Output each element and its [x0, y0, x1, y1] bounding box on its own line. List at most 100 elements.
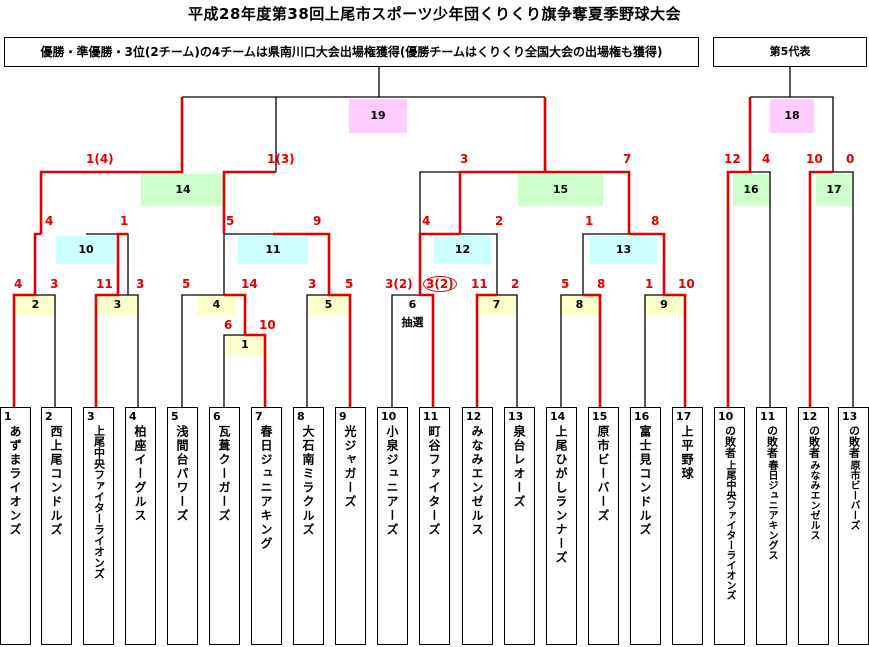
score-m12-a: 4 — [422, 214, 431, 228]
score-m5-b: 5 — [345, 277, 354, 291]
match-label-13: 13 — [615, 243, 632, 256]
page-title: 平成28年度第38回上尾市スポーツ少年団くりくり旗争奪夏季野球大会 — [188, 5, 681, 23]
match-box-13 — [590, 236, 657, 264]
match-label-7: 7 — [492, 298, 501, 311]
team-1: 1 あずまライオンズ — [0, 407, 31, 645]
score-m2-a: 4 — [14, 277, 23, 291]
team-name: 大石南ミラクルズ — [301, 425, 315, 537]
loser-name: みなみエンゼルス — [808, 460, 819, 540]
team-number: 12 — [466, 410, 482, 423]
match-box-2 — [16, 295, 55, 315]
team-number: 17 — [676, 410, 692, 423]
team-17: 17 上平野球 — [672, 407, 703, 645]
score-m14-a: 1(4) — [86, 152, 114, 166]
team-4: 4 柏座イーグルス — [125, 407, 156, 645]
match-box-9 — [645, 295, 683, 315]
match-label-9: 9 — [660, 298, 668, 311]
team-number: 15 — [592, 410, 608, 423]
team-name: 町谷ファイターズ — [427, 425, 441, 537]
team-name: 上尾中央ファイターライオンズ — [92, 425, 106, 579]
match-label-11: 11 — [265, 243, 281, 256]
team-number: 3 — [87, 410, 95, 423]
team-name: あずまライオンズ — [8, 425, 22, 537]
team-number: 14 — [550, 410, 566, 423]
team-number: 13 — [508, 410, 524, 423]
match-label-16: 16 — [743, 183, 759, 196]
score-m10-a: 4 — [45, 214, 54, 228]
team-name: 浅間台パワーズ — [175, 425, 189, 523]
team-8: 8 大石南ミラクルズ — [293, 407, 324, 645]
match-label-19: 19 — [370, 109, 386, 122]
loser-match-number: 13 — [842, 410, 858, 423]
score-m5-a: 3 — [308, 277, 317, 291]
score-m3-b: 3 — [136, 277, 145, 291]
qualification-notice: 優勝・準優勝・3位(2チーム)の4チームは県南川口大会出場権獲得(優勝チームはく… — [4, 37, 699, 67]
team-name: 柏座イーグルス — [133, 425, 147, 523]
match-box-4 — [197, 295, 236, 315]
loser-match-number: 12 — [802, 410, 818, 423]
fifth-rep-notice: 第5代表 — [713, 37, 867, 67]
score-m3-a: 11 — [96, 277, 113, 291]
score-m8-a: 5 — [561, 277, 570, 291]
loser-10: 10 の敗者上尾中央ファイターライオンズ — [714, 407, 745, 645]
loser-match-number: 10 — [718, 410, 734, 423]
match-box-17 — [816, 174, 852, 206]
match-box-18 — [770, 99, 814, 133]
score-m7-b: 2 — [511, 277, 520, 291]
score-m11-b: 9 — [313, 214, 322, 228]
team-name: 上平野球 — [680, 425, 694, 481]
score-m13-a: 1 — [585, 214, 594, 228]
score-m4-a: 5 — [182, 277, 191, 291]
match-box-16 — [733, 174, 769, 206]
loser-label: の敗者 — [723, 425, 737, 458]
score-m15-a: 3 — [460, 152, 469, 166]
team-number: 1 — [4, 410, 12, 423]
team-name: 上尾ひがしランナーズ — [554, 425, 568, 565]
team-name: 富士見コンドルズ — [638, 425, 652, 537]
match-box-15 — [518, 174, 603, 206]
score-m1-a: 6 — [224, 318, 233, 332]
loser-12: 12 の敗者みなみエンゼルス — [798, 407, 829, 645]
score-m17-b: 0 — [846, 152, 855, 166]
team-number: 7 — [255, 410, 263, 423]
score-m6-a: 3(2) — [385, 277, 413, 291]
match-label-1: 1 — [241, 338, 249, 351]
team-name: 瓦葺クーガーズ — [217, 425, 231, 523]
match-box-1 — [225, 335, 265, 355]
score-m2-b: 3 — [50, 277, 59, 291]
match-label-8: 8 — [575, 298, 584, 311]
score-m15-b: 7 — [623, 152, 632, 166]
score-m11-a: 5 — [226, 214, 235, 228]
team-12: 12 みなみエンゼルス — [462, 407, 493, 645]
match-box-11 — [238, 236, 308, 264]
team-number: 9 — [339, 410, 347, 423]
score-m1-b: 10 — [259, 318, 276, 332]
team-name: みなみエンゼルス — [470, 425, 484, 537]
loser-label: の敗者 — [765, 425, 779, 458]
match-box-5 — [309, 295, 348, 315]
score-m13-b: 8 — [651, 214, 660, 228]
loser-name: 原市ビーバーズ — [848, 460, 859, 530]
team-name: 小泉ジュニアーズ — [385, 425, 399, 537]
match-box-8 — [560, 295, 599, 315]
team-3: 3 上尾中央ファイターライオンズ — [83, 407, 114, 645]
match-box-3 — [98, 295, 137, 315]
match-label-15: 15 — [552, 183, 569, 196]
match-label-5: 5 — [324, 298, 333, 311]
loser-label: の敗者 — [807, 425, 821, 458]
team-name: 光ジャガーズ — [343, 425, 357, 509]
match-box-7 — [477, 295, 516, 315]
match-box-14 — [141, 174, 225, 206]
match-label-14: 14 — [175, 183, 191, 196]
team-number: 8 — [297, 410, 305, 423]
team-number: 4 — [129, 410, 137, 423]
loser-name: 上尾中央ファイターライオンズ — [724, 460, 735, 600]
score-m9-b: 10 — [678, 277, 695, 291]
